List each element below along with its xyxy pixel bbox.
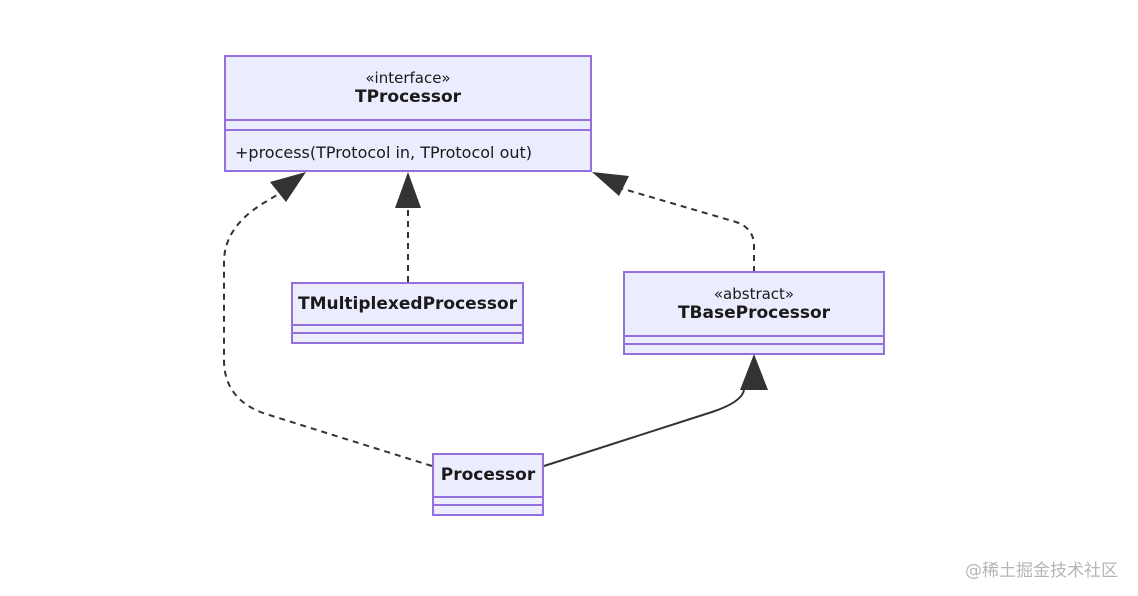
- class-tprocessor: «interface» TProcessor +process(TProtoco…: [224, 55, 592, 172]
- class-tbaseprocessor: «abstract» TBaseProcessor: [623, 271, 885, 355]
- methods-section: [293, 334, 522, 342]
- attributes-section: [434, 498, 542, 506]
- edge-processor-to-tbase: [543, 354, 768, 467]
- method-label: +process(TProtocol in, TProtocol out): [235, 143, 533, 162]
- methods-section: [625, 345, 883, 353]
- arrowhead-icon: [592, 172, 629, 196]
- stereotype-label: «interface»: [365, 68, 451, 87]
- methods-section: [434, 506, 542, 514]
- class-name: TMultiplexedProcessor: [297, 293, 518, 314]
- class-header: TMultiplexedProcessor: [293, 284, 522, 326]
- class-header: «interface» TProcessor: [226, 57, 590, 121]
- class-header: Processor: [434, 455, 542, 498]
- edge-tmultiplexed-to-tprocessor: [395, 172, 421, 282]
- attributes-section: [625, 337, 883, 345]
- stereotype-label: «abstract»: [713, 284, 795, 303]
- class-header: «abstract» TBaseProcessor: [625, 273, 883, 337]
- watermark-text: @稀土掘金技术社区: [965, 561, 1118, 581]
- class-name: Processor: [440, 465, 536, 485]
- arrowhead-icon: [270, 172, 306, 202]
- edge-tbase-to-tprocessor: [592, 172, 755, 272]
- attributes-section: [226, 121, 590, 131]
- arrowhead-icon: [740, 354, 768, 390]
- attributes-section: [293, 326, 522, 334]
- arrowhead-icon: [395, 172, 421, 208]
- class-name: TBaseProcessor: [677, 302, 831, 323]
- edge-processor-to-tprocessor: [223, 172, 433, 467]
- class-processor: Processor: [432, 453, 544, 516]
- class-tmultiplexedprocessor: TMultiplexedProcessor: [291, 282, 524, 344]
- class-name: TProcessor: [354, 86, 462, 107]
